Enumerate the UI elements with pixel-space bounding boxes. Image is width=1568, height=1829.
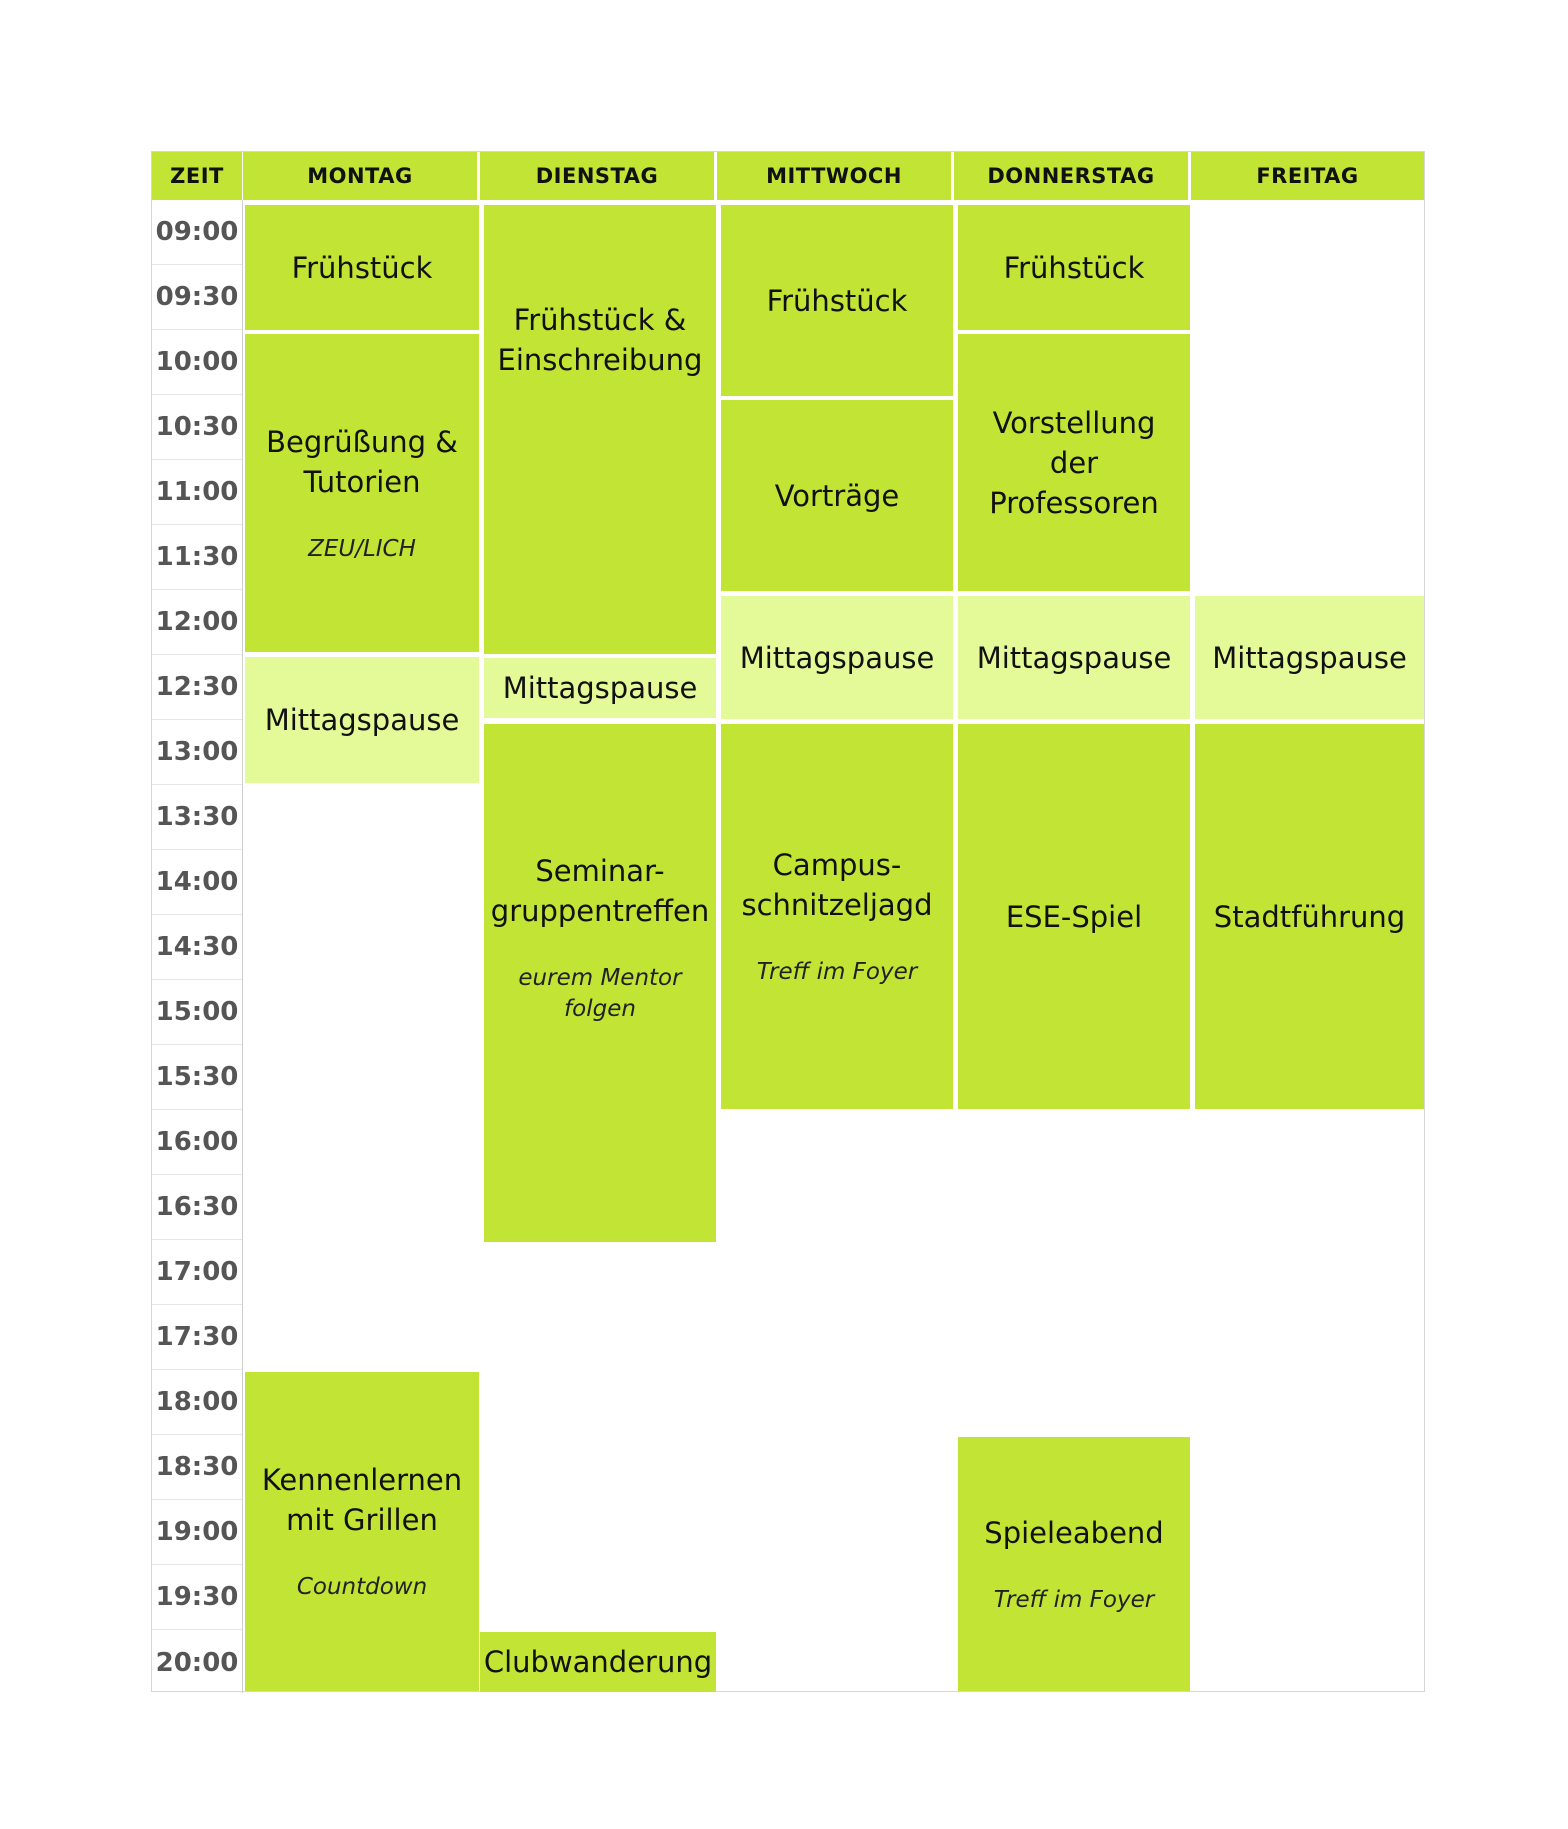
event-dienstag-fruehstueck: Frühstück & Einschreibung <box>484 205 716 654</box>
time-column: 09:00 09:30 10:00 10:30 11:00 11:30 12:0… <box>152 200 243 1693</box>
header-mittwoch: MITTWOCH <box>717 152 954 200</box>
event-title: Frühstück <box>766 283 908 318</box>
time-label: 13:00 <box>152 720 242 785</box>
event-location: eurem Mentor folgen <box>518 965 682 1022</box>
event-donnerstag-spieleabend: Spieleabend Treff im Foyer <box>958 1437 1190 1691</box>
event-title: Mittagspause <box>264 703 460 737</box>
time-label: 12:00 <box>152 590 242 655</box>
event-dienstag-mittagspause: Mittagspause <box>484 658 716 718</box>
header-donnerstag: DONNERSTAG <box>954 152 1191 200</box>
time-label: 13:30 <box>152 785 242 850</box>
event-mittwoch-campus: Campus-schnitzeljagd Treff im Foyer <box>721 724 953 1109</box>
time-label: 17:30 <box>152 1305 242 1370</box>
event-location: Treff im Foyer <box>993 1586 1155 1613</box>
event-title: Begrüßung & Tutorien <box>266 424 458 499</box>
event-title: Frühstück <box>291 250 433 285</box>
time-label: 09:00 <box>152 200 242 265</box>
event-title: Campus-schnitzeljagd <box>741 848 933 922</box>
event-montag-begruessung: Begrüßung & Tutorien ZEU/LICH <box>245 334 479 652</box>
event-montag-fruehstueck: Frühstück <box>245 205 479 330</box>
time-label: 19:00 <box>152 1500 242 1565</box>
time-label: 19:30 <box>152 1565 242 1630</box>
time-label: 11:30 <box>152 525 242 590</box>
event-mittwoch-fruehstueck: Frühstück <box>721 205 953 396</box>
event-montag-kennenlernen: Kennenlernen mit Grillen Countdown <box>245 1372 479 1691</box>
event-dienstag-seminar: Seminar-gruppentreffen eurem Mentor folg… <box>484 724 716 1242</box>
event-montag-mittagspause: Mittagspause <box>245 657 479 783</box>
time-label: 14:30 <box>152 915 242 980</box>
event-title: Mittagspause <box>976 640 1172 675</box>
event-mittwoch-vortraege: Vorträge <box>721 400 953 591</box>
event-title: ESE-Spiel <box>1005 899 1143 934</box>
event-location: ZEU/LICH <box>308 535 416 562</box>
time-label: 18:00 <box>152 1370 242 1435</box>
time-label: 10:30 <box>152 395 242 460</box>
header-freitag: FREITAG <box>1191 152 1424 200</box>
event-title: Vorstellung der Professoren <box>989 405 1159 520</box>
time-label: 15:30 <box>152 1045 242 1110</box>
time-label: 12:30 <box>152 655 242 720</box>
time-label: 14:00 <box>152 850 242 915</box>
event-donnerstag-fruehstueck: Frühstück <box>958 205 1190 330</box>
event-title: Mittagspause <box>502 671 698 705</box>
event-mittwoch-mittagspause: Mittagspause <box>721 596 953 719</box>
time-label: 15:00 <box>152 980 242 1045</box>
header-zeit: ZEIT <box>152 152 243 200</box>
event-title: Frühstück & Einschreibung <box>497 302 703 377</box>
event-title: Mittagspause <box>1212 640 1407 675</box>
event-location: Countdown <box>296 1574 428 1600</box>
event-donnerstag-vorstellung: Vorstellung der Professoren <box>958 334 1190 591</box>
event-freitag-mittagspause: Mittagspause <box>1195 596 1424 719</box>
time-label: 16:30 <box>152 1175 242 1240</box>
event-freitag-stadtfuehrung: Stadtführung <box>1195 724 1424 1109</box>
event-title: Clubwanderung <box>483 1645 713 1679</box>
time-label: 17:00 <box>152 1240 242 1305</box>
event-title: Frühstück <box>1003 250 1145 285</box>
time-label: 09:30 <box>152 265 242 330</box>
event-donnerstag-mittagspause: Mittagspause <box>958 596 1190 719</box>
event-title: Seminar-gruppentreffen <box>490 854 710 928</box>
event-dienstag-clubwanderung: Clubwanderung <box>480 1632 716 1692</box>
timetable: ZEIT MONTAG DIENSTAG MITTWOCH DONNERSTAG… <box>151 151 1425 1693</box>
time-label: 18:30 <box>152 1435 242 1500</box>
header-montag: MONTAG <box>243 152 480 200</box>
event-donnerstag-ese-spiel: ESE-Spiel <box>958 724 1190 1109</box>
event-title: Spieleabend <box>984 1515 1164 1550</box>
event-title: Kennenlernen mit Grillen <box>261 1463 463 1537</box>
event-location: Treff im Foyer <box>756 959 918 985</box>
event-title: Vorträge <box>774 478 900 513</box>
event-title: Stadtführung <box>1213 899 1406 934</box>
time-label: 20:00 <box>155 1647 239 1678</box>
time-label: 16:00 <box>152 1110 242 1175</box>
header-dienstag: DIENSTAG <box>480 152 717 200</box>
time-label: 10:00 <box>152 330 242 395</box>
event-title: Mittagspause <box>739 640 935 675</box>
time-label: 11:00 <box>152 460 242 525</box>
